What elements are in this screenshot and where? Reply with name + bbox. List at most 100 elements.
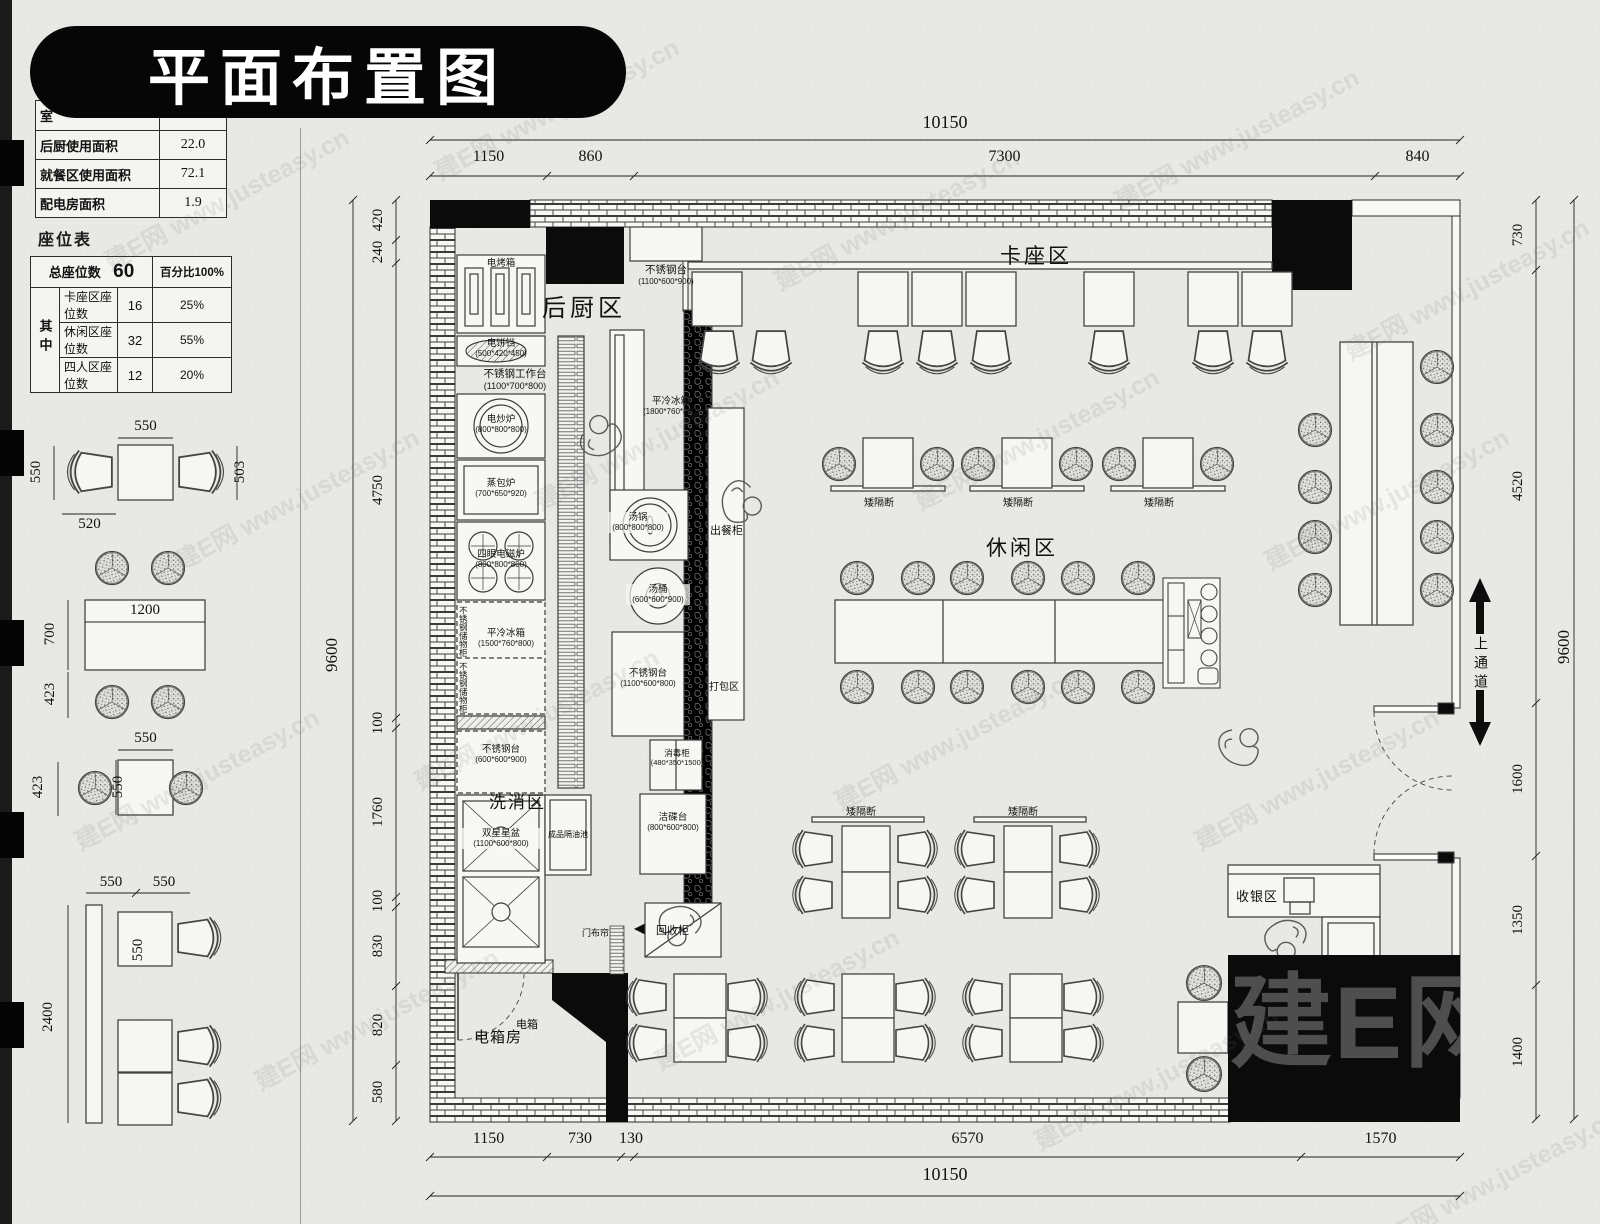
- ss-table-mid-symbol: [611, 631, 685, 737]
- seat-row-label: 卡座区座位数: [59, 287, 118, 323]
- seat-table-title: 座位表: [38, 232, 93, 249]
- equip-name: 不锈钢台: [645, 264, 687, 276]
- stool-icon: [1199, 446, 1235, 482]
- label-starsink: 双星星盆 (1100*600*800): [459, 828, 543, 849]
- label-sstable-top: 不锈钢台 (1100*600*900): [616, 264, 716, 286]
- seat-row-pct: 55%: [152, 322, 232, 358]
- equip-size: (1100*600*800): [620, 679, 676, 689]
- chair-icon: [953, 829, 995, 869]
- leisure-long-table: [834, 599, 1166, 664]
- seat-row-count: 16: [117, 287, 153, 323]
- chair-icon: [177, 1024, 222, 1068]
- wall-top-brick: [529, 199, 1273, 228]
- legend-d1-left: 550: [27, 460, 44, 484]
- equip-name: 消毒柜: [664, 748, 690, 758]
- zone-electric-box: 电箱: [516, 1019, 538, 1031]
- curtain-rack: [609, 925, 625, 975]
- induction-cooker-symbol: [456, 521, 546, 601]
- stool-icon: [1297, 572, 1333, 608]
- equip-size: (800*800*800): [475, 560, 527, 570]
- stool-icon: [150, 684, 186, 720]
- brand-logo-text: 建E网: [1230, 966, 1460, 1080]
- legend-d4-left: 2400: [39, 1002, 56, 1032]
- scan-edge: [0, 0, 24, 1224]
- seat-group-label: 其中: [37, 318, 53, 357]
- legend-d4-top2: 550: [152, 874, 176, 890]
- chair-icon: [727, 1023, 769, 1063]
- partition-label: 矮隔断: [1144, 498, 1174, 509]
- equip-name: 不锈钢台: [628, 668, 667, 679]
- legend-d3-left: 423: [29, 775, 46, 799]
- zone-packing: 打包区: [709, 682, 739, 693]
- label-sstable-mid: 不锈钢台 (1100*600*800): [614, 668, 682, 689]
- equip-size: (1800*760*800): [642, 407, 700, 417]
- stool-icon: [949, 669, 985, 705]
- seat-row-pct: 20%: [152, 357, 232, 393]
- chair-icon: [791, 875, 833, 915]
- equip-size: (600*600*900): [632, 595, 684, 605]
- equip-size: (1500*760*800): [477, 639, 535, 649]
- grease-trap-symbol: [544, 794, 592, 876]
- chair-icon: [178, 449, 225, 495]
- column-topleft: [430, 200, 530, 228]
- dim-left-4: 100: [369, 711, 386, 735]
- walls: [429, 199, 1461, 1123]
- equip-name: 平冷冰箱: [486, 628, 525, 639]
- stool-icon: [1120, 669, 1156, 705]
- equip-name: 汤桶: [648, 584, 668, 595]
- stool-icon: [1101, 446, 1137, 482]
- dim-right-1: 730: [1509, 223, 1526, 247]
- label-soupbucket: 汤桶 (600*600*900): [626, 584, 690, 605]
- chair-icon: [953, 875, 995, 915]
- legend-d1-top: 550: [134, 418, 157, 434]
- chair-icon: [969, 330, 1013, 375]
- label-fridge2: 平冷冰箱 (1800*760*800): [630, 396, 712, 417]
- ss-table-top-symbol: [629, 226, 703, 262]
- bun-steamer-symbol: [456, 459, 546, 521]
- chair-icon: [1059, 875, 1101, 915]
- area-row-value: 1.9: [159, 188, 227, 218]
- chair-icon: [1059, 829, 1101, 869]
- seat-row-pct: 25%: [152, 287, 232, 323]
- legend-d2-left: 700: [41, 622, 58, 646]
- chair-icon: [793, 977, 835, 1017]
- equip-name: 四眼电磁炉: [477, 549, 525, 560]
- label-oven: 电烤箱: [459, 258, 543, 269]
- chair-icon: [895, 977, 937, 1017]
- wall-topright-thin: [1351, 199, 1461, 217]
- label-storage-2: 不锈钢储物柜: [458, 660, 468, 714]
- stool-icon: [1120, 560, 1156, 596]
- zone-curtain: 门布帘: [582, 928, 610, 938]
- black-columns: [430, 200, 1352, 1122]
- partition-label: 矮隔断: [1008, 807, 1038, 818]
- partition-label: 矮隔断: [1003, 498, 1033, 509]
- chair-icon: [1063, 1023, 1105, 1063]
- dim-left-3: 4750: [369, 475, 386, 505]
- right-long-table: [1339, 341, 1414, 626]
- chair-icon: [1191, 330, 1235, 375]
- disinfect-cabinet-symbol: [649, 739, 703, 791]
- legend-d2-stool: 423: [41, 682, 58, 706]
- stool-icon: [1185, 1055, 1223, 1093]
- dim-bottom-2: 730: [568, 1130, 592, 1147]
- arrow-down-icon: [1469, 690, 1491, 746]
- stool-icon: [839, 669, 875, 705]
- seat-row-count: 12: [117, 357, 153, 393]
- equip-name: 电饼铛: [486, 338, 516, 349]
- seat-table: 总座位数 60 百分比100% 其中 卡座区座位数 16 25% 休闲区座位数 …: [30, 256, 232, 393]
- zone-kitchen: 后厨区: [542, 295, 626, 322]
- equip-name: 汤锅: [628, 512, 648, 523]
- equip-size: (600*600*900): [475, 755, 527, 765]
- equip-name: 不锈钢台: [481, 744, 520, 755]
- dimension-lines: [53, 135, 1579, 1201]
- equip-name: 双星星盆: [481, 828, 520, 839]
- label-souppot: 汤锅 (800*800*800): [608, 512, 668, 533]
- legend-d3-top: 550: [134, 730, 157, 746]
- stool-icon: [1297, 469, 1333, 505]
- label-dishtable: 洁碟台 (800*600*800): [641, 812, 705, 833]
- partition-label: 矮隔断: [864, 498, 894, 509]
- dim-top-4: 840: [1405, 148, 1430, 165]
- legend-furniture: [84, 444, 206, 1126]
- chair-icon: [793, 1023, 835, 1063]
